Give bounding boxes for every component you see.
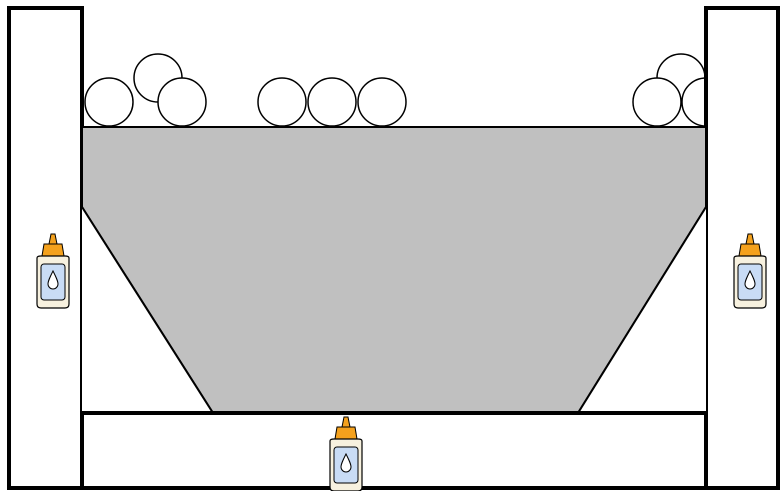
middle-ball-group [258, 78, 406, 126]
left-ball-group [85, 54, 206, 126]
ball [308, 78, 356, 126]
ball [258, 78, 306, 126]
ball [633, 78, 681, 126]
ball [358, 78, 406, 126]
ball [85, 78, 133, 126]
ball [158, 78, 206, 126]
bottom-beam [82, 413, 706, 488]
